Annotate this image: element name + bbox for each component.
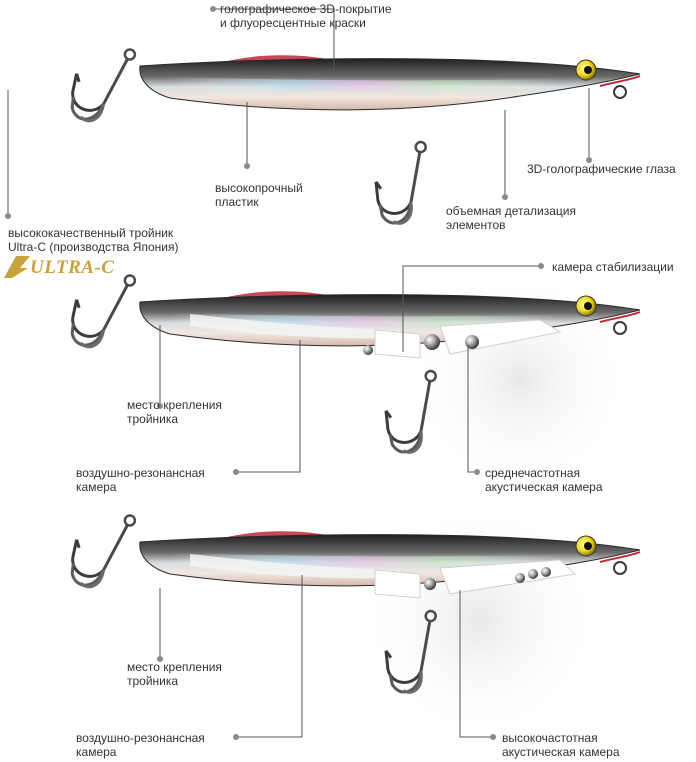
ultra-c-logo: ULTRA-C — [2, 252, 162, 282]
label-stabilization-chamber: камера стабилизации — [552, 260, 674, 274]
logo-text: ULTRA-C — [30, 257, 115, 278]
label-air-resonance-chamber: воздушно-резонансная камера — [76, 731, 205, 759]
label-hook-mount: место крепления тройника — [127, 660, 222, 688]
label-plastic: высокопрочный пластик — [215, 181, 303, 209]
label-air-resonance-chamber: воздушно-резонансная камера — [76, 466, 205, 494]
lure-bottom — [57, 496, 640, 697]
label-mid-frequency-chamber: среднечастотная акустическая камера — [485, 466, 603, 494]
label-detail: объемная детализация элементов — [446, 204, 576, 232]
label-eyes: 3D-голографические глаза — [527, 162, 676, 176]
leader-lines — [7, 8, 590, 738]
label-hook-mount: место крепления тройника — [127, 398, 222, 426]
label-hook: высококачественный тройник Ultra-C (прои… — [8, 226, 179, 254]
label-high-frequency-chamber: высокочастотная акустическая камера — [502, 731, 620, 759]
label-hologram-coating: голографическое 3D-покрытие и флуоресцен… — [220, 2, 392, 30]
ultra-c-logo-mark-icon — [4, 256, 30, 278]
leader-dots — [5, 6, 592, 740]
lure-top — [57, 30, 640, 228]
